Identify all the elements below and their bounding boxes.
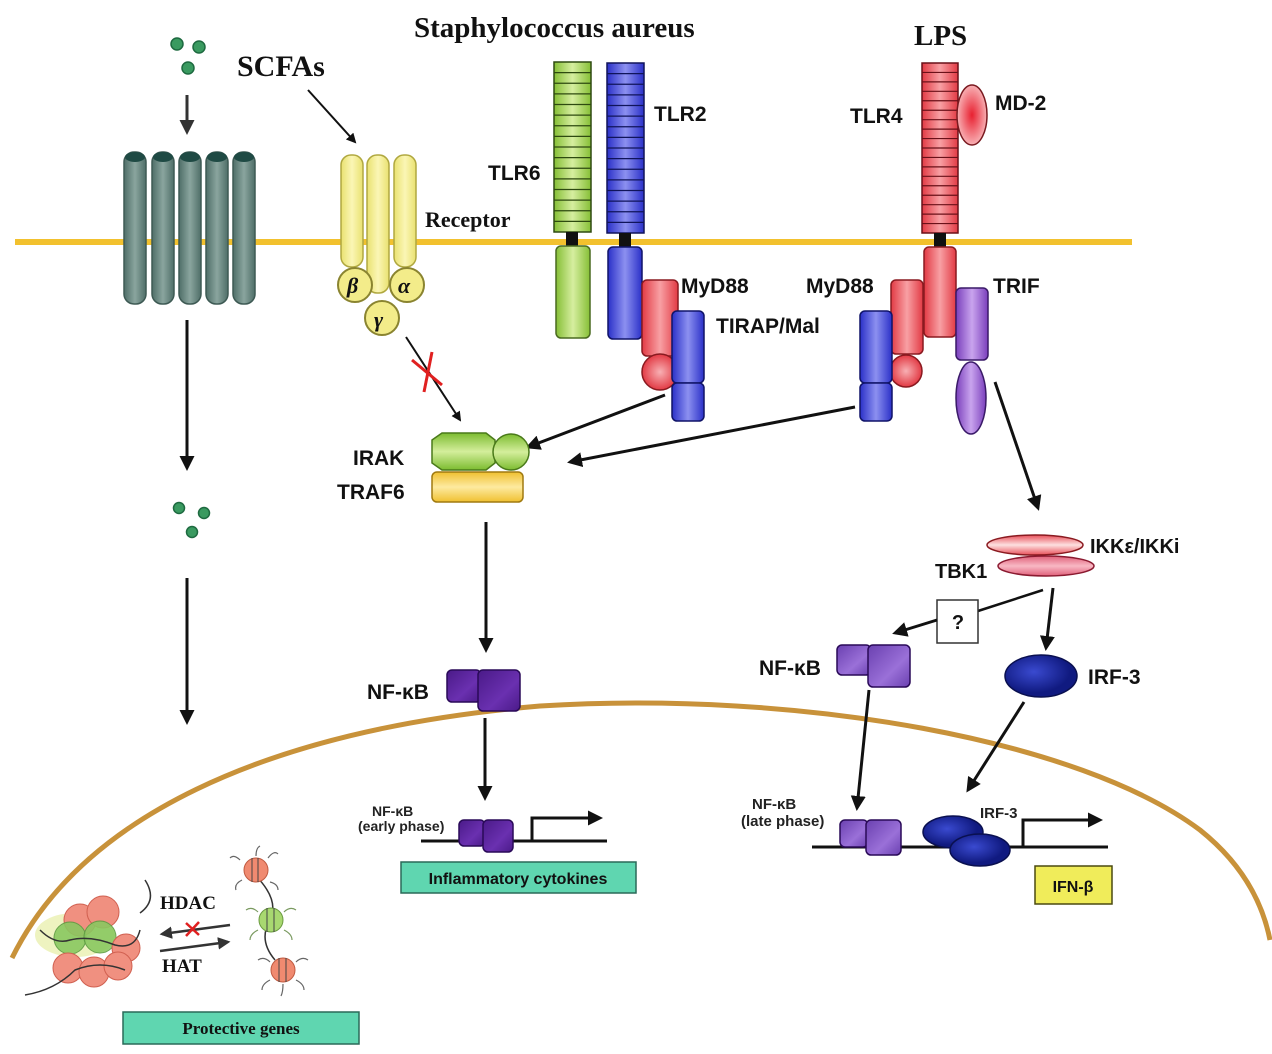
late-phase-label: (late phase) (741, 813, 824, 830)
scfa-molecules-top (170, 37, 206, 75)
hdac-inhibition-x-icon (185, 921, 200, 937)
nfkb-dimer-left (446, 669, 521, 712)
inhibition-x-icon (411, 351, 443, 393)
arrow-irf3-to-nucleus (966, 701, 1026, 793)
arrow-hat (159, 937, 231, 953)
arrow-scfa-to-receptor (307, 89, 357, 144)
condensed-chromatin (24, 879, 152, 996)
md2-protein (956, 84, 988, 146)
irak-traf6-complex (431, 432, 530, 503)
lps-label: LPS (914, 20, 967, 52)
inflammatory-cytokines-label: Inflammatory cytokines (429, 871, 608, 888)
arrow-trif-to-ikk (993, 381, 1042, 511)
arrow-tbk1-to-irf3 (1039, 587, 1055, 651)
irf3-label: IRF-3 (1088, 666, 1141, 689)
nfkb-dimer-early-dna (458, 819, 514, 853)
ifn-beta-box: IFN-β (1034, 865, 1113, 905)
trif-label: TRIF (993, 275, 1040, 298)
irak-label: IRAK (353, 447, 404, 470)
g-protein-gamma: γ (374, 307, 384, 332)
nfkb-early-label: NF-κB (372, 803, 413, 819)
unknown-intermediate-box (936, 599, 979, 644)
myd88-trif-complex-right (859, 279, 989, 435)
hat-label: HAT (162, 956, 202, 977)
ifn-beta-label: IFN-β (1053, 879, 1094, 896)
nfkb-label-left: NF-κB (367, 681, 429, 704)
open-chromatin (229, 845, 309, 997)
nuclear-membrane (9, 700, 1272, 960)
protective-genes-box: Protective genes (122, 1011, 360, 1045)
protective-genes-label: Protective genes (182, 1019, 300, 1038)
nfkb-late-label: NF-κB (752, 796, 796, 813)
irf3-nuclear-label: IRF-3 (980, 805, 1018, 822)
tirap-mal-label: TIRAP/Mal (716, 315, 820, 338)
tlr2-label: TLR2 (654, 103, 707, 126)
tlr6-receptor (553, 61, 592, 339)
nfkb-dimer-right (836, 644, 911, 688)
receptor-label: Receptor (425, 207, 511, 232)
arrow-tlr4-myd88-to-irak (567, 405, 856, 468)
traf6-label: TRAF6 (337, 481, 405, 504)
transporter-channel (123, 151, 256, 305)
arrow-tlr2-to-irak (525, 393, 666, 450)
tbk1 (997, 555, 1095, 577)
nfkb-dimer-late-dna (839, 819, 902, 856)
early-phase-label: (early phase) (358, 818, 444, 834)
arrow-unknown-to-nfkb (892, 618, 938, 637)
tlr6-label: TLR6 (488, 162, 541, 185)
g-protein-alpha: α (398, 273, 411, 298)
arrow-nfkb-to-nucleus-right (850, 689, 871, 811)
gpcr-receptor (337, 154, 425, 336)
transcription-start-arrow-left (530, 810, 603, 841)
nfkb-label-right: NF-κB (759, 657, 821, 680)
unknown-intermediate-label: ? (952, 612, 964, 634)
myd88-tirap-complex-left (641, 279, 705, 422)
staph-aureus-label: Staphylococcus aureus (414, 12, 695, 44)
md2-label: MD-2 (995, 92, 1046, 115)
transcription-start-arrow-right (1021, 812, 1103, 847)
inflammatory-cytokines-box: Inflammatory cytokines (400, 861, 637, 894)
arrow-hdac (159, 923, 231, 939)
g-protein-beta: β (346, 273, 359, 298)
ikk-label: IKKε/IKKi (1090, 536, 1180, 558)
tlr4-label: TLR4 (850, 105, 903, 128)
irf3-protein (1004, 654, 1078, 698)
scfa-molecules-cytoplasm (172, 501, 211, 539)
myd88-label-right: MyD88 (806, 275, 874, 298)
myd88-label-left: MyD88 (681, 275, 749, 298)
arrow-tbk1-to-unknown (977, 588, 1044, 613)
hdac-label: HDAC (160, 893, 216, 914)
irf3-dimer-dna (922, 815, 1011, 867)
tlr4-receptor (921, 62, 959, 338)
ikk-epsilon (986, 534, 1084, 556)
tlr2-receptor (606, 62, 645, 340)
scfas-label: SCFAs (237, 50, 325, 83)
tbk1-label: TBK1 (935, 561, 987, 583)
